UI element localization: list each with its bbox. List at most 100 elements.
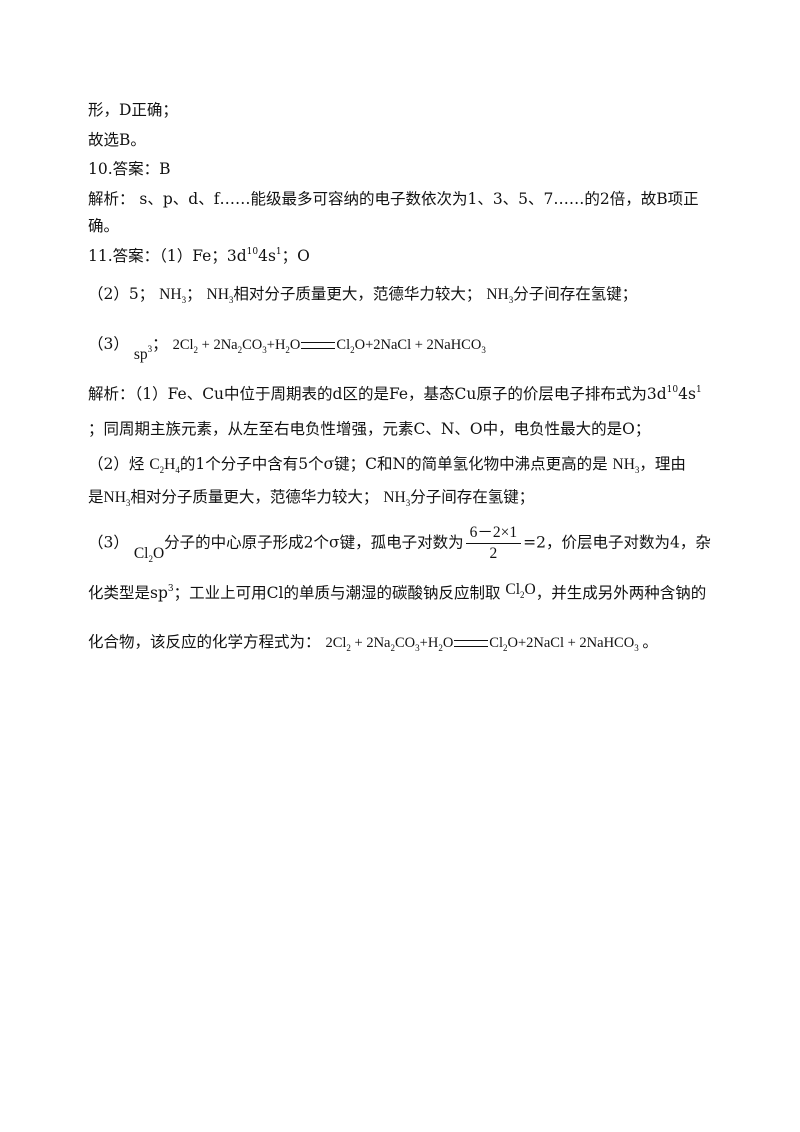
text: Cl: [133, 544, 149, 562]
text: 故选B。: [88, 131, 146, 149]
text: 解析： s、p、d、f……能级最多可容纳的电子数依次为1、3、5、7……的2倍，…: [88, 190, 699, 208]
formula-nh3: NH3: [103, 489, 131, 508]
formula-cl2o: Cl2O: [505, 581, 536, 600]
text: NH: [486, 286, 509, 303]
text: 11.答案：（1）Fe；3d: [88, 247, 247, 265]
text: 化合物，该反应的化学方程式为：: [88, 633, 321, 651]
text: 2Cl: [172, 337, 194, 353]
sub: 2: [285, 345, 290, 355]
text: （3）: [88, 335, 129, 353]
sub: 2: [237, 345, 243, 355]
text: O: [442, 635, 454, 651]
sub: 3: [262, 345, 267, 355]
sub: 3: [125, 498, 131, 508]
formula-cl2o: Cl2O: [134, 544, 164, 564]
text: sp: [133, 346, 148, 363]
line-10: ；同周期主族元素，从左至右电负性增强，元素C、N、O中，电负性最大的是O；: [88, 419, 650, 439]
line-9: 解析：（1）Fe、Cu中位于周期表的d区的是Fe，基态Cu原子的价层电子排布式为…: [88, 384, 702, 404]
sub: 2: [193, 345, 199, 355]
sub: 2: [390, 643, 396, 653]
text: ；: [186, 285, 202, 303]
line-5: 确。: [88, 216, 119, 236]
text: Cl: [489, 635, 503, 651]
line-12: 是NH3相对分子质量更大，范德华力较大； NH3分子间存在氢键；: [88, 487, 534, 508]
text: H: [164, 456, 176, 473]
numerator: 6－2×1: [465, 523, 522, 544]
sub: 3: [415, 643, 420, 653]
line-11: （2）烃 C2H4的1个分子中含有5个σ键；C和N的简单氢化物中沸点更高的是 N…: [88, 454, 686, 475]
text: （2）5；: [88, 285, 155, 303]
text: 化类型是sp: [88, 584, 168, 602]
sub: 3: [405, 498, 411, 508]
text: O: [524, 581, 536, 598]
sup: 10: [666, 385, 679, 395]
text: 分子的中心原子形成2个σ键，孤电子对数为: [164, 533, 464, 552]
sub: 3: [634, 643, 639, 653]
sup: 3: [167, 584, 174, 594]
text: CO: [395, 635, 416, 651]
text: NH: [612, 456, 635, 473]
text: O: [152, 544, 165, 562]
formula-nh3: NH3: [383, 489, 411, 508]
text: O: [289, 337, 301, 353]
line-1: 形，D正确；: [88, 100, 178, 120]
text: NH: [383, 489, 406, 506]
text: +H: [419, 635, 439, 651]
text: NH: [103, 489, 126, 506]
sup: 1: [695, 385, 702, 395]
line-2: 故选B。: [88, 130, 146, 150]
formula-nh3: NH3: [206, 286, 234, 305]
text: NH: [159, 286, 182, 303]
text: 4s: [678, 385, 696, 403]
text: + 2Na: [198, 337, 238, 353]
text: 2Cl: [325, 635, 347, 651]
text: 相对分子质量更大，范德华力较大；: [130, 488, 379, 506]
text: Cl: [505, 581, 521, 598]
sp3: sp3: [134, 345, 152, 365]
sub: 2: [148, 553, 153, 564]
sub: 2: [503, 643, 508, 653]
text: 10.答案：B: [88, 160, 171, 178]
sup: 10: [246, 247, 259, 257]
text: O+2NaCl + 2NaHCO: [507, 635, 635, 651]
line-7: （2）5； NH3； NH3相对分子质量更大，范德华力较大； NH3分子间存在氢…: [88, 284, 637, 305]
text: +H: [266, 337, 286, 353]
line-14: 化类型是sp3；工业上可用Cl的单质与潮湿的碳酸钠反应制取 Cl2O，并生成另外…: [88, 580, 706, 603]
denominator: 2: [489, 545, 498, 562]
text: 形，D正确；: [88, 101, 178, 119]
formula-nh3: NH3: [486, 286, 513, 305]
text: ；O: [281, 247, 310, 265]
text: 解析：（1）Fe、Cu中位于周期表的d区的是Fe，基态Cu原子的价层电子排布式为…: [88, 385, 667, 403]
text: 分子间存在氢键；: [410, 488, 535, 506]
sub: 3: [481, 345, 486, 355]
sub: 2: [159, 465, 165, 475]
text: ，理由: [639, 455, 686, 473]
text: C: [149, 456, 160, 473]
text: NH: [206, 286, 229, 303]
formula-nh3: NH3: [612, 456, 640, 475]
line-4: 解析： s、p、d、f……能级最多可容纳的电子数依次为1、3、5、7……的2倍，…: [88, 189, 699, 209]
text: 。: [642, 633, 658, 651]
text: O+2NaCl + 2NaHCO: [354, 337, 482, 353]
equals-sign: [454, 640, 489, 648]
text: 确。: [88, 217, 120, 235]
sub: 3: [181, 295, 187, 305]
text: （2）烃: [88, 455, 145, 473]
line-3: 10.答案：B: [88, 159, 171, 179]
sub: 2: [350, 345, 355, 355]
equals-sign: [301, 342, 336, 350]
text: 分子间存在氢键；: [513, 285, 638, 303]
text: ；工业上可用Cl的单质与潮湿的碳酸钠反应制取: [173, 584, 501, 602]
text: 的1个分子中含有5个σ键；C和N的简单氢化物中沸点更高的是: [179, 455, 608, 473]
text: （3）: [88, 533, 129, 552]
sup: 3: [147, 344, 153, 354]
text: CO: [242, 337, 263, 353]
sub: 3: [634, 465, 640, 475]
text: ；同周期主族元素，从左至右电负性增强，元素C、N、O中，电负性最大的是O；: [88, 420, 651, 438]
line-6: 11.答案：（1）Fe；3d104s1；O: [88, 246, 310, 266]
formula-nh3: NH3: [159, 286, 187, 305]
